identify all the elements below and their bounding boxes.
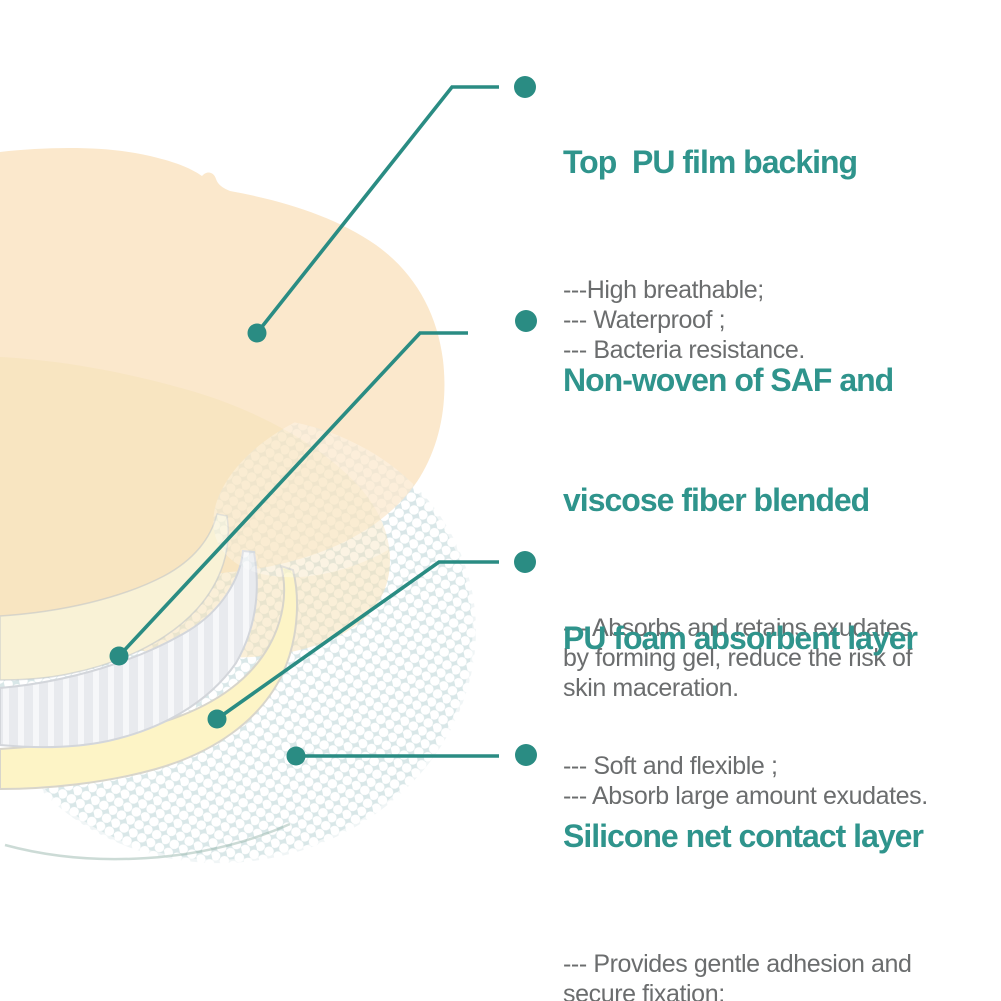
bullet-icon-non-woven xyxy=(515,310,537,332)
callout-heading: Top PU film backing xyxy=(563,62,858,262)
leader-line-non-woven xyxy=(117,331,468,658)
leader-line-pu-foam xyxy=(215,560,499,721)
callout-heading: PU foam absorbent layer xyxy=(563,538,928,738)
callout-pu-foam: PU foam absorbent layer --- Soft and fle… xyxy=(563,538,928,811)
anchor-dot-top-pu-film xyxy=(247,323,267,343)
heading-line: Non-woven of SAF and xyxy=(563,362,894,398)
anchor-dot-pu-foam xyxy=(207,709,227,729)
anchor-dot-non-woven xyxy=(109,646,129,666)
detail-line: by forming gel, reduce the risk of xyxy=(563,644,913,672)
bullet-icon-silicone-net xyxy=(515,744,537,766)
bullet-icon-top-pu-film xyxy=(514,76,536,98)
heading-line: Top PU film backing xyxy=(563,144,858,180)
heading-line: viscose fiber blended xyxy=(563,482,870,518)
detail-line: --- Absorbs and retains exudates xyxy=(563,614,912,642)
anchor-dots xyxy=(109,76,537,766)
callout-heading: Silicone net contact layer xyxy=(563,736,924,936)
anchor-dot-silicone-net xyxy=(286,746,306,766)
detail-line: --- Absorb large amount exudates. xyxy=(563,782,928,810)
detail-line: --- Soft and flexible ; xyxy=(563,752,778,780)
net-bottom-edge-line xyxy=(4,822,291,861)
detail-line: --- Provides gentle adhesion and xyxy=(563,950,912,978)
callout-details: --- Soft and flexible ; --- Absorb large… xyxy=(563,751,928,811)
callout-details: --- Absorbs and retains exudates by form… xyxy=(563,613,912,703)
pu-foam-white-layer xyxy=(0,549,258,749)
leader-line-top-pu-film xyxy=(255,85,499,335)
callout-heading: Non-woven of SAF and viscose fiber blend… xyxy=(563,280,912,600)
detail-line: --- Waterproof ; xyxy=(563,306,726,334)
callout-details: ---High breathable; --- Waterproof ; ---… xyxy=(563,275,857,365)
callout-non-woven: Non-woven of SAF and viscose fiber blend… xyxy=(563,280,912,703)
heading-line: Silicone net contact layer xyxy=(563,818,924,854)
detail-line: --- Bacteria resistance. xyxy=(563,336,805,364)
detail-line: skin maceration. xyxy=(563,674,739,702)
heading-line: PU foam absorbent layer xyxy=(563,620,918,656)
callout-top-pu-film: Top PU film backing ---High breathable; … xyxy=(563,62,858,365)
leader-lines xyxy=(117,85,499,758)
bullet-icon-pu-foam xyxy=(514,551,536,573)
non-woven-layer xyxy=(0,513,229,681)
detail-line: secure fixation; xyxy=(563,980,725,1001)
callout-details: --- Provides gentle adhesion and secure … xyxy=(563,949,923,1001)
net-showthrough-overlay xyxy=(185,416,476,613)
detail-line: ---High breathable; xyxy=(563,276,764,304)
callout-silicone-net: Silicone net contact layer --- Provides … xyxy=(563,736,924,1001)
